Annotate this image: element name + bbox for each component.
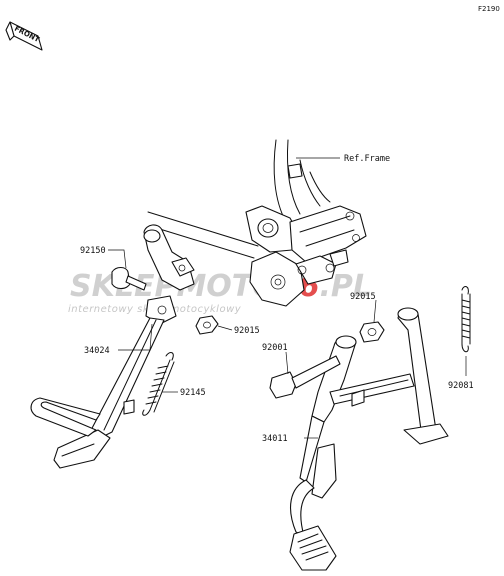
- side-stand: [30, 224, 195, 469]
- callout-92145: 92145: [180, 388, 206, 398]
- nut-92015-right: [359, 321, 385, 343]
- callout-34024: 34024: [84, 346, 110, 356]
- callout-92015-right: 92015: [350, 292, 376, 302]
- callout-92150: 92150: [80, 246, 106, 256]
- callout-ref-frame: Ref.Frame: [344, 154, 390, 164]
- figure-code: F2190: [478, 5, 500, 13]
- callout-92081: 92081: [448, 381, 474, 391]
- callout-92015-left: 92015: [234, 326, 260, 336]
- nut-92015-left: [195, 315, 219, 335]
- callout-92001: 92001: [262, 343, 288, 353]
- spring-92081: [461, 286, 471, 353]
- center-stand: [289, 307, 449, 571]
- bolt-92150: [111, 266, 147, 291]
- front-marker: FRONT: [5, 21, 43, 51]
- frame-reference: [147, 139, 367, 307]
- leader-lines: [108, 157, 467, 439]
- spring-92145: [142, 352, 175, 416]
- callout-34011: 34011: [262, 434, 288, 444]
- bolt-92001: [269, 355, 341, 399]
